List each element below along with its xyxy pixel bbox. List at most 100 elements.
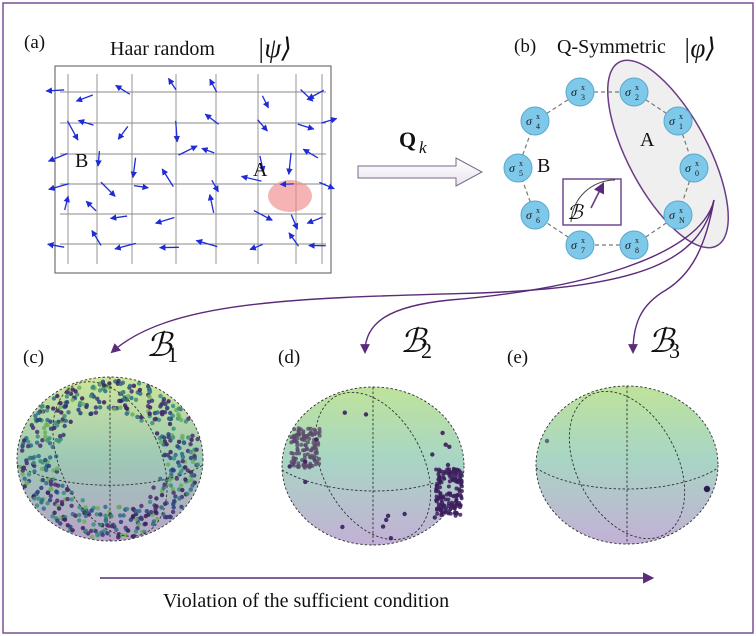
sphere-c-point xyxy=(76,407,81,412)
site-subscript: N xyxy=(679,216,685,225)
site-superscript: x xyxy=(695,159,699,168)
site-subscript: 0 xyxy=(695,169,699,178)
sphere-c-point xyxy=(55,483,61,488)
sphere-d-point xyxy=(458,492,463,497)
sphere-c-point xyxy=(145,404,151,409)
sphere-c-point xyxy=(41,425,47,431)
sphere-c-point xyxy=(155,410,160,415)
sphere-c-point xyxy=(40,438,45,443)
sphere-d-point xyxy=(436,502,441,507)
panel-b-label: (b) xyxy=(514,36,536,57)
spin-arrow xyxy=(253,209,273,221)
sphere-d-point xyxy=(442,510,447,515)
sphere-c-point xyxy=(20,444,25,449)
site-subscript: 2 xyxy=(635,93,639,102)
sphere-c-point xyxy=(42,430,48,435)
sphere-c-point xyxy=(40,477,46,483)
sphere-c-points xyxy=(18,378,200,540)
sphere-c-point xyxy=(177,496,182,501)
site-subscript: 8 xyxy=(635,246,639,255)
sphere-c-point xyxy=(171,505,176,510)
spin-arrow xyxy=(95,150,102,167)
sphere-c-point xyxy=(167,421,173,427)
sphere-d-point xyxy=(307,436,312,441)
sphere-e-point-left xyxy=(544,438,550,444)
sphere-c-point xyxy=(54,466,60,471)
branch-3-sym: ℬ xyxy=(648,324,676,360)
sphere-c-point xyxy=(44,467,49,473)
sphere-c-point xyxy=(136,381,142,386)
site-subscript: 3 xyxy=(581,93,585,102)
sphere-c-point xyxy=(56,506,62,511)
sphere-d-point xyxy=(453,513,458,518)
sphere-d-point xyxy=(294,439,299,444)
sphere-c-point xyxy=(59,410,64,415)
sphere-c-point xyxy=(45,490,50,495)
sphere-d-point xyxy=(455,493,460,497)
sphere-c-point xyxy=(73,389,78,394)
sphere-c-point xyxy=(133,509,139,514)
sphere-d-point xyxy=(446,501,451,506)
sphere-c-point xyxy=(170,435,176,440)
sphere-c-point xyxy=(180,454,186,460)
sphere-c-point xyxy=(30,425,36,430)
sphere-d-point xyxy=(304,446,309,451)
sphere-c-point xyxy=(52,420,58,425)
sphere-c-point xyxy=(159,410,164,415)
sphere-c-point xyxy=(58,401,63,406)
sphere-c-point xyxy=(32,469,37,474)
sphere-c-point xyxy=(82,519,87,524)
sphere-c-point xyxy=(51,406,56,411)
sphere-c-point xyxy=(61,490,66,496)
panel-a-ket: |ψ⟩ xyxy=(257,33,292,63)
sphere-c-point xyxy=(173,452,178,458)
sphere-c-point xyxy=(35,418,40,423)
sphere-c-point xyxy=(66,410,71,415)
sphere-c-point xyxy=(159,505,164,510)
sphere-c-point xyxy=(86,512,92,517)
sphere-c-point xyxy=(77,512,82,518)
spin-arrow xyxy=(259,155,266,173)
spin-arrow xyxy=(204,113,219,125)
sphere-c-point xyxy=(91,522,96,527)
sphere-c-point xyxy=(143,513,148,519)
sphere-c-point xyxy=(124,397,129,402)
sphere-c-point xyxy=(173,494,178,499)
sphere-c-point xyxy=(51,468,56,473)
sphere-d-point xyxy=(342,410,347,415)
sphere-c-point xyxy=(48,479,53,484)
sphere-d-point xyxy=(299,442,304,447)
sphere-d-point xyxy=(454,498,459,503)
sphere-d-points xyxy=(287,410,464,541)
sphere-c-point xyxy=(38,459,43,464)
sphere-c-point xyxy=(126,393,131,399)
sphere-c-point xyxy=(194,447,199,452)
sphere-c-point xyxy=(65,496,70,502)
sphere-c-point xyxy=(47,436,52,441)
branch-1-sym: ℬ xyxy=(146,328,174,364)
branch-arrow-3 xyxy=(628,199,715,354)
sphere-d-point xyxy=(438,485,442,490)
sphere-c-point xyxy=(88,528,94,534)
sphere-c-point xyxy=(58,521,63,526)
sphere-c-point xyxy=(78,411,83,416)
sphere-c-point xyxy=(168,514,173,520)
sphere-c-point xyxy=(36,453,41,459)
bloch-inset-vector xyxy=(590,181,605,209)
sphere-d-point xyxy=(443,442,448,447)
sphere-c-point xyxy=(190,459,196,465)
sphere-c-point xyxy=(174,476,179,481)
sphere-c-point xyxy=(73,513,78,518)
sphere-d-point xyxy=(314,437,319,442)
bloch-inset-arc xyxy=(570,179,616,223)
sphere-d-point xyxy=(298,427,303,432)
sphere-d-point xyxy=(316,440,320,445)
sphere-c-point xyxy=(132,533,137,539)
sphere-d-point xyxy=(296,432,300,437)
sphere-c-point xyxy=(121,513,126,518)
sphere-c-point xyxy=(35,489,40,495)
